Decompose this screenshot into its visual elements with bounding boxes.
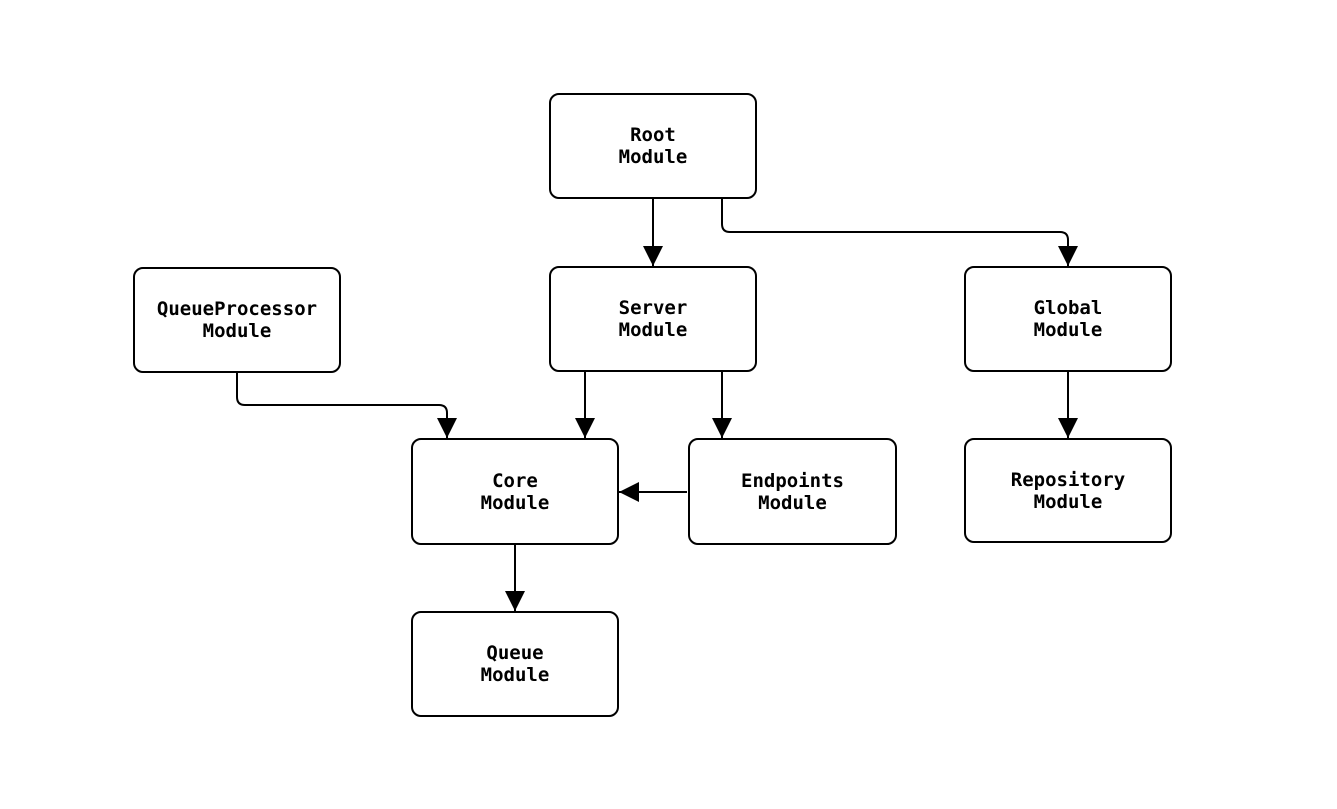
edge-queue_processor-to-core bbox=[236, 373, 457, 438]
node-server-module: Server Module bbox=[549, 266, 757, 372]
node-root-module: Root Module bbox=[549, 93, 757, 199]
node-repository-module-label: Repository Module bbox=[1010, 468, 1126, 513]
node-core-module-label: Core Module bbox=[480, 469, 550, 514]
node-endpoints-module-label: Endpoints Module bbox=[741, 469, 844, 514]
node-queueprocessor-module-label: QueueProcessor Module bbox=[156, 298, 318, 342]
node-endpoints-module: Endpoints Module bbox=[688, 438, 897, 545]
node-queueprocessor-module: QueueProcessor Module bbox=[133, 267, 341, 373]
node-global-module: Global Module bbox=[964, 266, 1172, 372]
node-global-module-label: Global Module bbox=[1033, 297, 1103, 341]
node-server-module-label: Server Module bbox=[618, 297, 688, 341]
node-root-module-label: Root Module bbox=[618, 124, 688, 168]
node-queue-module: Queue Module bbox=[411, 611, 619, 717]
node-core-module: Core Module bbox=[411, 438, 619, 545]
edge-root-to-global bbox=[721, 199, 1078, 266]
node-queue-module-label: Queue Module bbox=[480, 642, 550, 686]
node-repository-module: Repository Module bbox=[964, 438, 1172, 543]
